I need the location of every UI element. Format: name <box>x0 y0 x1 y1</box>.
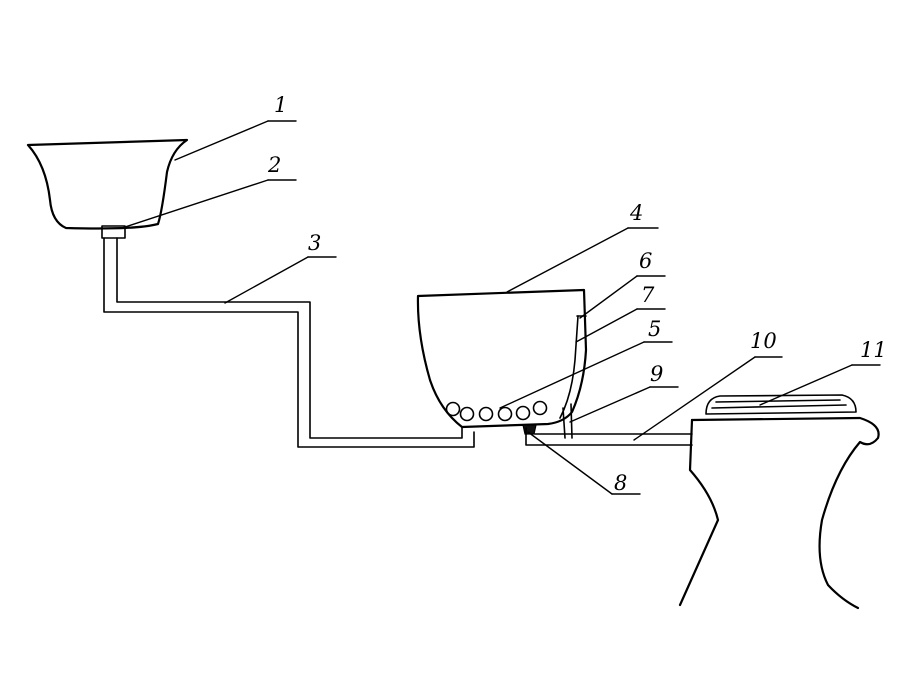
upper-basin <box>26 138 189 230</box>
supply-pipe <box>103 237 475 448</box>
outlet-pipe <box>525 427 693 446</box>
label-11: 11 <box>860 338 887 362</box>
label-2: 2 <box>267 153 281 177</box>
label-8: 8 <box>614 471 627 495</box>
label-7: 7 <box>641 283 655 307</box>
basin-outlet-fitting <box>101 225 126 239</box>
label-5: 5 <box>648 317 661 341</box>
label-6: 6 <box>639 249 652 273</box>
label-3: 3 <box>308 231 321 255</box>
label-10: 10 <box>750 329 777 353</box>
leader-lines <box>121 120 881 495</box>
label-4: 4 <box>629 201 643 225</box>
label-9: 9 <box>650 362 663 386</box>
toilet <box>678 394 880 610</box>
label-1: 1 <box>274 93 287 117</box>
middle-pot <box>416 288 588 439</box>
callout-labels: 1 2 3 4 6 7 5 9 8 10 11 <box>267 93 887 495</box>
ball-row <box>445 400 548 422</box>
